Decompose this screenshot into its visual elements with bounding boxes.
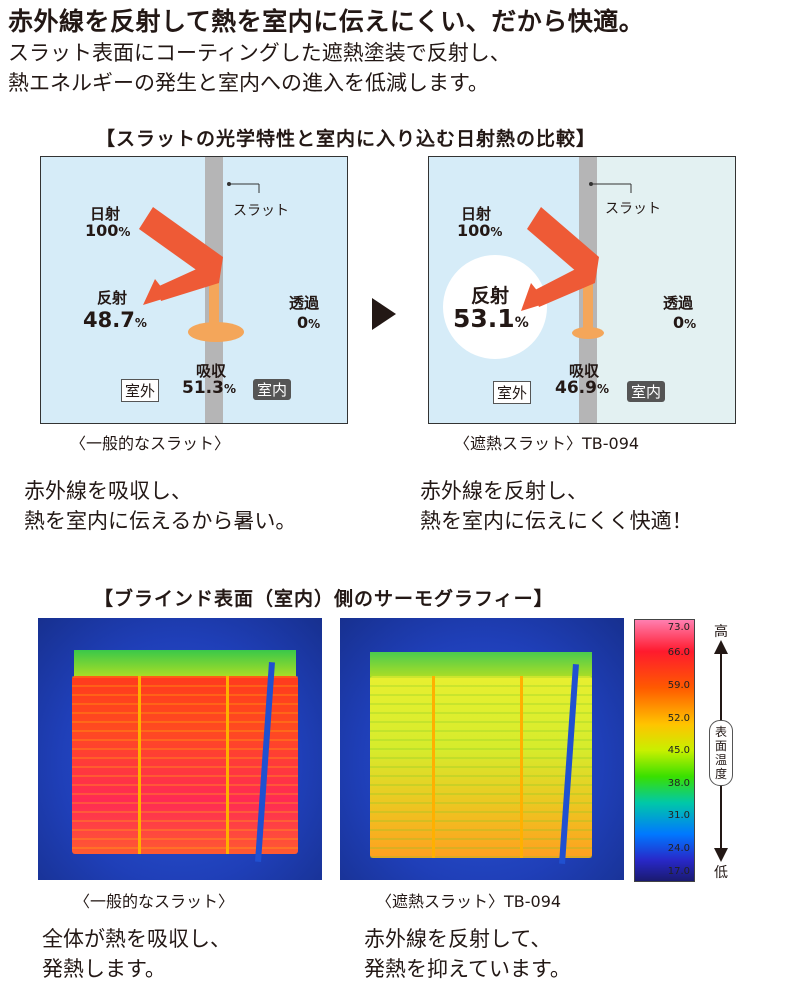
slat-label: スラット (233, 203, 289, 219)
thermography-title: 【ブラインド表面（室内）側のサーモグラフィー】 (94, 588, 554, 610)
reflect-value: 48.7% (83, 308, 147, 332)
absorb-label: 吸収 (196, 362, 227, 380)
scale-tick: 31.0 (667, 810, 690, 821)
lead-line-1: スラット表面にコーティングした遮熱塗装で反射し、 (8, 41, 511, 65)
scale-tick: 24.0 (667, 843, 690, 854)
temperature-scale: 73.0 66.0 59.0 52.0 45.0 38.0 31.0 24.0 … (634, 619, 695, 882)
caption-general-slat: 〈一般的なスラット〉 (70, 434, 231, 453)
ray-diagram (139, 182, 260, 342)
scale-tick: 66.0 (667, 647, 690, 658)
scale-axis-label: 表面温度 (709, 720, 733, 786)
ladder-cord (138, 676, 141, 854)
scale-tick: 52.0 (667, 713, 690, 724)
diagram-general-slat: スラット 日射 100% 反射 48.7% 透過 0% 吸収 51.3% 室外 … (40, 156, 348, 424)
ray-diagram (443, 182, 632, 359)
transmit-value: 0% (297, 313, 321, 332)
sun-label: 日射 (90, 205, 121, 223)
desc-thermo-general-2: 発熱します。 (42, 957, 166, 981)
transmit-label: 透過 (663, 294, 694, 312)
scale-high-label: 高 (714, 624, 728, 640)
inside-tag: 室内 (627, 381, 666, 402)
comparison-title: 【スラットの光学特性と室内に入り込む日射熱の比較】 (96, 128, 597, 150)
desc-thermo-heat-shield-1: 赤外線を反射して、 (364, 927, 552, 951)
caption-heat-shield-slat: 〈遮熱スラット〉TB-094 (454, 434, 640, 453)
outside-tag: 室外 (493, 381, 532, 404)
caption-thermo-general: 〈一般的なスラット〉 (74, 892, 235, 911)
sun-value: 100% (85, 221, 131, 240)
scale-tick: 59.0 (667, 680, 690, 691)
scale-tick: 17.0 (667, 866, 690, 877)
absorb-label: 吸収 (569, 362, 600, 380)
diagram-heat-shield-slat: スラット 日射 100% 反射 53.1% 透過 0% 吸収 46.9% 室外 … (428, 156, 736, 424)
desc-general-1: 赤外線を吸収し、 (24, 479, 192, 503)
inside-tag: 室内 (253, 379, 292, 400)
headrail (74, 650, 296, 680)
reflect-label: 反射 (97, 289, 128, 307)
desc-heat-shield-1: 赤外線を反射し、 (420, 479, 588, 503)
slat-stripes (370, 676, 592, 858)
play-arrow-icon (372, 298, 396, 330)
transmit-value: 0% (673, 313, 697, 332)
desc-general-2: 熱を室内に伝えるから暑い。 (24, 509, 297, 533)
caption-thermo-heat-shield: 〈遮熱スラット〉TB-094 (376, 892, 562, 911)
sun-label: 日射 (461, 205, 492, 223)
reflect-label: 反射 (471, 285, 510, 307)
reflect-value: 53.1% (453, 304, 529, 333)
outside-tag: 室外 (121, 379, 160, 402)
ladder-cord (432, 676, 435, 858)
headline: 赤外線を反射して熱を室内に伝えにくい、だから快適。 (8, 7, 645, 36)
ladder-cord (226, 676, 229, 854)
desc-heat-shield-2: 熱を室内に伝えにくく快適！ (420, 509, 693, 533)
scale-tick: 45.0 (667, 745, 690, 756)
sun-value: 100% (457, 221, 503, 240)
transmit-label: 透過 (289, 294, 320, 312)
absorb-value: 51.3% (182, 378, 236, 398)
lead-line-2: 熱エネルギーの発生と室内への進入を低減します。 (8, 71, 489, 95)
thermography-general-slat (38, 618, 322, 880)
thermography-heat-shield-slat (340, 618, 624, 880)
desc-thermo-general-1: 全体が熱を吸収し、 (42, 927, 231, 951)
scale-tick: 38.0 (667, 778, 690, 789)
scale-low-label: 低 (714, 865, 728, 881)
slat-label: スラット (605, 201, 661, 217)
absorb-value: 46.9% (555, 378, 609, 398)
scale-tick: 73.0 (667, 622, 690, 633)
blind-surface (370, 676, 592, 858)
headrail (370, 652, 592, 680)
desc-thermo-heat-shield-2: 発熱を抑えています。 (364, 957, 571, 981)
ladder-cord (520, 676, 523, 858)
inside-area (597, 157, 735, 423)
